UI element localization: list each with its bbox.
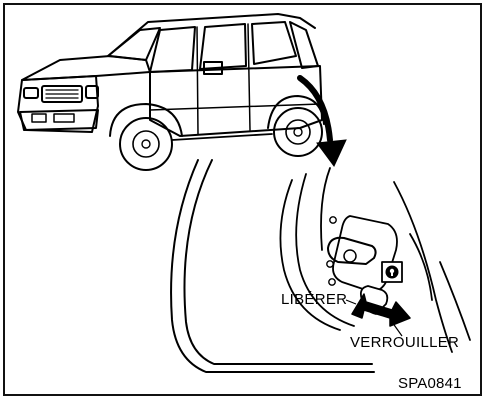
suv-headlight-right (85, 85, 99, 99)
suv-front-wheel (119, 117, 173, 171)
screw-3 (328, 278, 336, 286)
suv-headlight-left (23, 87, 39, 99)
suv-grille (41, 85, 83, 103)
screw-1 (329, 216, 337, 224)
latch-lever (327, 236, 377, 265)
suv-bumper (19, 109, 99, 131)
suv-rear-quarter-window (289, 21, 319, 69)
lock-label: VERROUILLER (350, 334, 460, 351)
suv-roof (107, 13, 316, 57)
double-arrow-icon (351, 293, 411, 327)
suv-illustration (17, 13, 325, 171)
suv-mirror (203, 61, 223, 75)
suv-rear-window (199, 23, 247, 70)
direction-arrow (297, 75, 347, 167)
figure-code: SPA0841 (398, 375, 462, 392)
leader-lines (345, 299, 403, 337)
suv-body-side (149, 65, 323, 137)
suv-back-window (251, 21, 297, 65)
screw-2 (326, 260, 334, 268)
release-label: LIBÉRER (281, 291, 348, 308)
suv-rear-wheel (273, 107, 323, 157)
lock-symbol-icon (385, 265, 399, 279)
suv-front-face (17, 75, 99, 133)
